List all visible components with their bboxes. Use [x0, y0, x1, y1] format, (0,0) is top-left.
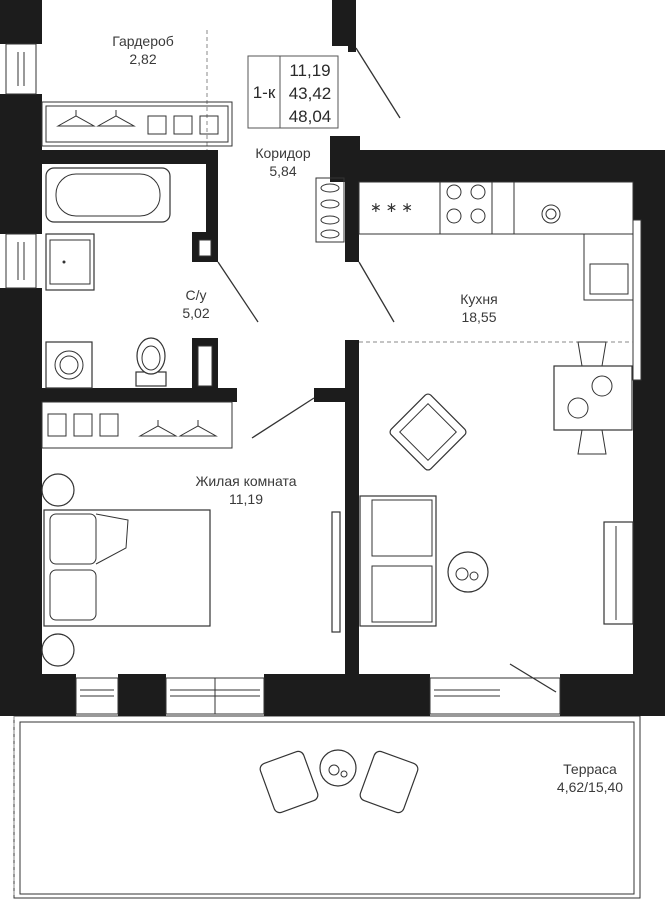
apartment-type: 1-к [253, 83, 276, 102]
bed-icon [43, 509, 211, 627]
tv-icon [331, 511, 341, 633]
living-area-value: 11,19 [289, 61, 330, 80]
sofa-icon [359, 495, 437, 627]
terrace-furniture [259, 749, 419, 814]
shoes-icon [315, 177, 345, 243]
bathroom-area: 5,02 [182, 305, 209, 321]
living-shelf [41, 401, 233, 449]
terrace [13, 715, 641, 899]
bathtub-icon [45, 167, 171, 223]
total-area-value: 43,42 [289, 84, 332, 103]
washing-machine-icon [45, 341, 93, 389]
room-labels: Гардероб 2,82 Коридор 5,84 С/у 5,02 Кухн… [112, 33, 623, 795]
info-box: 1-к 11,19 43,42 48,04 [247, 55, 339, 129]
wardrobe-name: Гардероб [112, 33, 174, 49]
nightstand-icon [41, 473, 75, 507]
wardrobe-area: 2,82 [129, 51, 156, 67]
sink-icon [45, 233, 95, 291]
kitchen-counter: ∗ ∗ ∗ [358, 181, 634, 301]
hanger-icon [138, 420, 218, 437]
walls [0, 0, 665, 716]
terrace-name: Терраса [563, 761, 617, 777]
kitchen-name: Кухня [460, 291, 497, 307]
living-name: Жилая комната [195, 473, 296, 489]
corridor-name: Коридор [255, 145, 311, 161]
windows [5, 43, 642, 715]
terrace-area: 4,62/15,40 [557, 779, 623, 795]
total-with-terrace-value: 48,04 [289, 107, 332, 126]
hanger-icon [56, 110, 136, 127]
tv-icon [603, 521, 634, 625]
stove-icon [439, 181, 493, 235]
bathroom-name: С/у [186, 287, 207, 303]
kitchen-area: 18,55 [461, 309, 496, 325]
sink-icon [589, 263, 629, 295]
bathroom-fixtures [45, 167, 171, 389]
corridor-area: 5,84 [269, 163, 296, 179]
toilet-icon [135, 337, 167, 387]
wardrobe-shelf [41, 101, 233, 147]
living-area: 11,19 [229, 491, 263, 507]
nightstand-icon [41, 633, 75, 667]
svg-text:∗ ∗ ∗: ∗ ∗ ∗ [370, 199, 413, 215]
table-icon [553, 341, 633, 455]
armchair-icon [389, 393, 467, 471]
doors [217, 47, 557, 693]
